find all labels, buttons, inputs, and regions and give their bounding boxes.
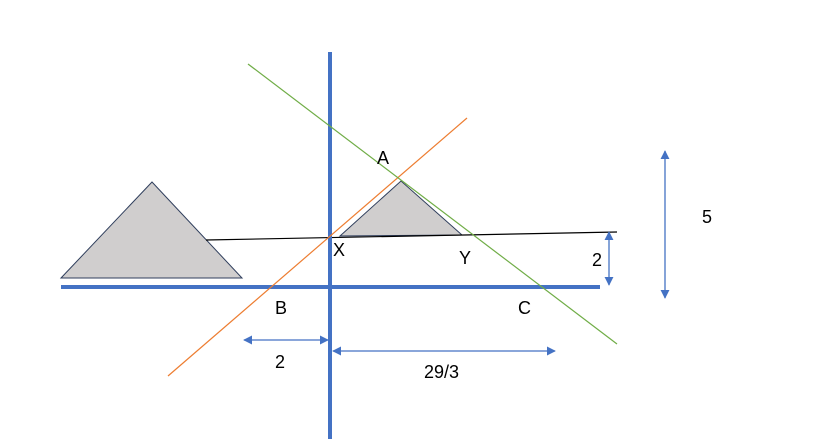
dimension-label-big-height: 5 <box>702 207 712 227</box>
orange-line <box>167 117 468 377</box>
small-triangle <box>338 180 464 237</box>
dimension-label-right: 29/3 <box>424 362 459 382</box>
sight-line <box>205 231 618 241</box>
label-c: C <box>518 298 531 318</box>
label-b: B <box>275 298 287 318</box>
large-triangle <box>59 181 244 279</box>
label-a: A <box>377 148 389 168</box>
green-line <box>247 63 618 345</box>
label-x: X <box>333 240 345 260</box>
dimension-label-left: 2 <box>275 352 285 372</box>
dimension-label-small-height: 2 <box>592 250 602 270</box>
label-y: Y <box>459 248 471 268</box>
